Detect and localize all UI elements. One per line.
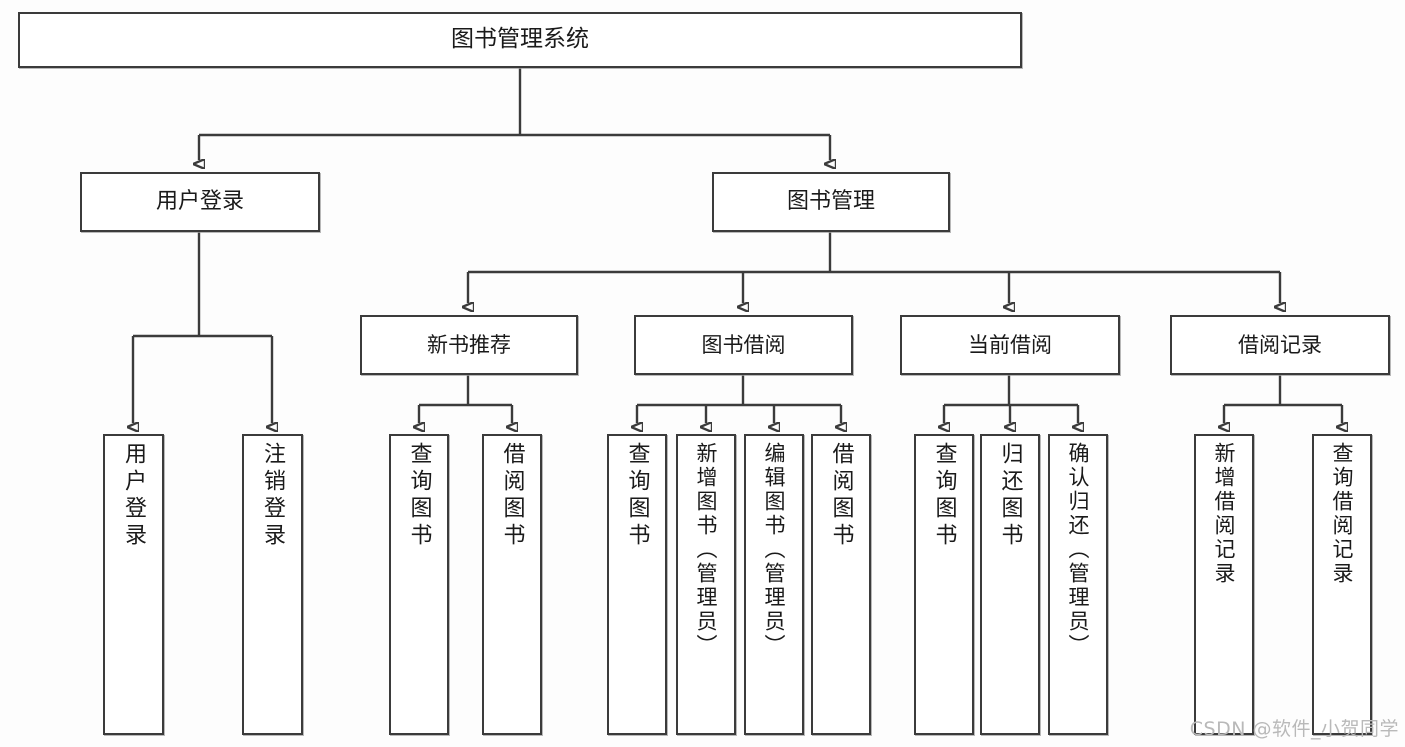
node-book-manage-label: 图书管理: [786, 189, 875, 215]
node-leaf-confirm-return[interactable]: 确认归还（管理员）: [1048, 434, 1108, 735]
node-user-login-label: 用户登录: [155, 189, 244, 215]
node-book-borrow[interactable]: 图书借阅: [634, 315, 853, 375]
node-leaf-logout-login[interactable]: 注销登录: [242, 434, 303, 735]
node-leaf-add-book-label: 新增图书（管理员）: [694, 442, 719, 658]
node-leaf-query-book-1-label: 查询图书: [406, 442, 432, 550]
node-leaf-query-book-3[interactable]: 查询图书: [914, 434, 974, 735]
node-borrow-record-label: 借阅记录: [1238, 332, 1322, 357]
node-leaf-user-login-label: 用户登录: [121, 442, 147, 550]
node-leaf-query-book-1[interactable]: 查询图书: [389, 434, 449, 735]
node-book-borrow-label: 图书借阅: [701, 332, 786, 357]
node-leaf-query-record[interactable]: 查询借阅记录: [1312, 434, 1372, 735]
node-leaf-query-book-2-label: 查询图书: [624, 442, 650, 550]
node-current-borrow-label: 当前借阅: [968, 332, 1052, 357]
node-leaf-user-login[interactable]: 用户登录: [103, 434, 164, 735]
node-current-borrow[interactable]: 当前借阅: [900, 315, 1120, 375]
node-leaf-borrow-book-2[interactable]: 借阅图书: [811, 434, 871, 735]
node-leaf-add-record-label: 新增借阅记录: [1212, 442, 1237, 586]
node-root-label: 图书管理系统: [451, 26, 589, 53]
node-new-book-rec[interactable]: 新书推荐: [360, 315, 578, 375]
node-leaf-return-book-label: 归还图书: [997, 442, 1023, 550]
node-leaf-edit-book[interactable]: 编辑图书（管理员）: [744, 434, 804, 735]
node-user-login[interactable]: 用户登录: [80, 172, 320, 232]
watermark: CSDN @软件_小贺同学: [1189, 718, 1399, 740]
node-leaf-borrow-book-1-label: 借阅图书: [499, 442, 525, 550]
node-leaf-confirm-return-label: 确认归还（管理员）: [1066, 442, 1091, 658]
node-leaf-borrow-book-1[interactable]: 借阅图书: [482, 434, 542, 735]
node-leaf-query-book-2[interactable]: 查询图书: [607, 434, 667, 735]
node-borrow-record[interactable]: 借阅记录: [1170, 315, 1390, 375]
node-leaf-add-book[interactable]: 新增图书（管理员）: [676, 434, 736, 735]
node-leaf-add-record[interactable]: 新增借阅记录: [1194, 434, 1254, 735]
node-leaf-return-book[interactable]: 归还图书: [980, 434, 1040, 735]
node-root[interactable]: 图书管理系统: [18, 12, 1022, 68]
node-book-manage[interactable]: 图书管理: [712, 172, 950, 232]
node-leaf-query-record-label: 查询借阅记录: [1330, 442, 1355, 586]
node-leaf-edit-book-label: 编辑图书（管理员）: [762, 442, 787, 658]
node-new-book-rec-label: 新书推荐: [427, 332, 511, 357]
node-leaf-logout-login-label: 注销登录: [260, 442, 286, 550]
node-leaf-borrow-book-2-label: 借阅图书: [828, 442, 854, 550]
node-leaf-query-book-3-label: 查询图书: [931, 442, 957, 550]
